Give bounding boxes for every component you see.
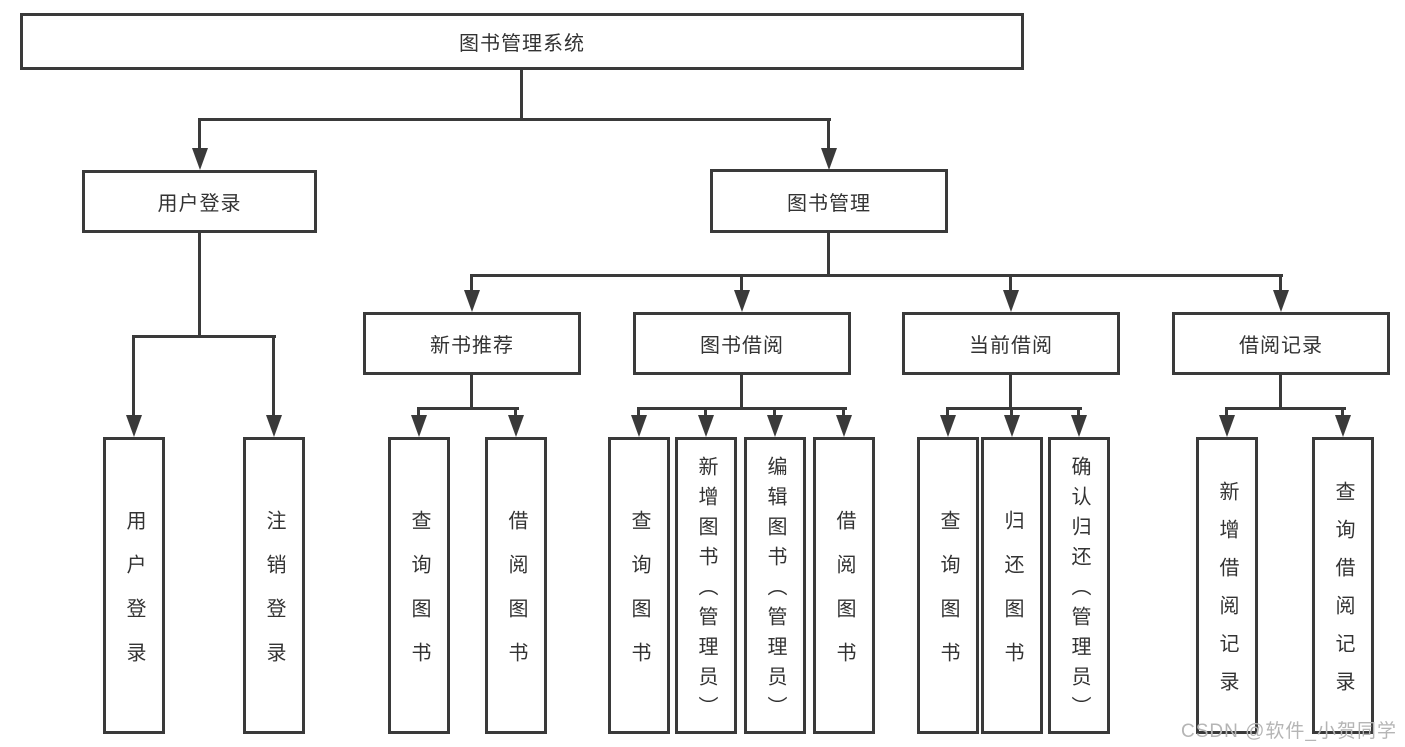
connector-line	[946, 407, 949, 419]
connector-line	[946, 407, 1082, 410]
leaf-user-login-label: 用户登录	[123, 509, 145, 686]
connector-line	[1225, 407, 1346, 410]
connector-line	[470, 274, 473, 294]
leaf-query-borrow-record-label: 查询借阅记录	[1332, 480, 1354, 709]
connector-line	[1341, 407, 1344, 419]
connector-line	[272, 335, 275, 419]
leaf-confirm-return-admin-label: 确认归还（管理员）	[1068, 455, 1090, 726]
arrow-down-icon	[821, 148, 837, 170]
csdn-watermark: CSDN @软件_小贺同学	[1181, 721, 1397, 742]
leaf-query-books-recommend: 查询图书	[388, 437, 450, 734]
node-new-book-recommend: 新书推荐	[363, 312, 581, 375]
leaf-borrow-books-recommend-label: 借阅图书	[505, 509, 527, 686]
connector-line	[1010, 407, 1013, 419]
connector-line	[637, 407, 640, 419]
node-book-borrow-label: 图书借阅	[700, 335, 784, 357]
arrow-down-icon	[940, 415, 956, 437]
connector-line	[773, 407, 776, 419]
connector-line	[1009, 274, 1012, 294]
arrow-down-icon	[266, 415, 282, 437]
arrow-down-icon	[411, 415, 427, 437]
connector-line	[1077, 407, 1080, 419]
connector-line	[470, 274, 1283, 277]
connector-line	[198, 233, 201, 337]
connector-line	[1225, 407, 1228, 419]
connector-line	[827, 233, 830, 277]
leaf-borrow-books-label: 借阅图书	[833, 509, 855, 686]
leaf-query-books-recommend-label: 查询图书	[408, 509, 430, 686]
arrow-down-icon	[1335, 415, 1351, 437]
node-root-label: 图书管理系统	[459, 33, 585, 55]
arrow-down-icon	[1219, 415, 1235, 437]
arrow-down-icon	[631, 415, 647, 437]
node-book-mgmt: 图书管理	[710, 169, 948, 233]
arrow-down-icon	[192, 148, 208, 170]
leaf-return-book-label: 归还图书	[1001, 509, 1023, 686]
node-borrow-records-label: 借阅记录	[1239, 335, 1323, 357]
connector-line	[1279, 274, 1282, 294]
node-borrow-records: 借阅记录	[1172, 312, 1390, 375]
leaf-edit-book-admin-label: 编辑图书（管理员）	[764, 455, 786, 726]
leaf-logout: 注销登录	[243, 437, 305, 734]
arrow-down-icon	[1273, 290, 1289, 312]
arrow-down-icon	[836, 415, 852, 437]
arrow-down-icon	[1004, 415, 1020, 437]
arrow-down-icon	[767, 415, 783, 437]
connector-line	[1009, 375, 1012, 410]
leaf-user-login: 用户登录	[103, 437, 165, 734]
arrow-down-icon	[1071, 415, 1087, 437]
arrow-down-icon	[698, 415, 714, 437]
leaf-borrow-books: 借阅图书	[813, 437, 875, 734]
leaf-edit-book-admin: 编辑图书（管理员）	[744, 437, 806, 734]
leaf-query-books-borrow: 查询图书	[608, 437, 670, 734]
arrow-down-icon	[1003, 290, 1019, 312]
leaf-add-book-admin-label: 新增图书（管理员）	[695, 455, 717, 726]
arrow-down-icon	[508, 415, 524, 437]
connector-line	[520, 69, 523, 119]
connector-line	[417, 407, 519, 410]
connector-line	[198, 118, 201, 152]
leaf-query-books-current: 查询图书	[917, 437, 979, 734]
node-new-book-recommend-label: 新书推荐	[430, 335, 514, 357]
leaf-borrow-books-recommend: 借阅图书	[485, 437, 547, 734]
node-book-borrow: 图书借阅	[633, 312, 851, 375]
connector-line	[514, 407, 517, 419]
arrow-down-icon	[126, 415, 142, 437]
node-user-login-label: 用户登录	[157, 193, 242, 215]
connector-line	[827, 118, 830, 152]
leaf-query-borrow-record: 查询借阅记录	[1312, 437, 1374, 734]
leaf-confirm-return-admin: 确认归还（管理员）	[1048, 437, 1110, 734]
connector-line	[198, 118, 831, 121]
leaf-add-borrow-record: 新增借阅记录	[1196, 437, 1258, 734]
connector-line	[704, 407, 707, 419]
leaf-add-book-admin: 新增图书（管理员）	[675, 437, 737, 734]
connector-line	[740, 375, 743, 410]
leaf-logout-label: 注销登录	[263, 509, 285, 686]
connector-line	[417, 407, 420, 419]
leaf-query-books-current-label: 查询图书	[937, 509, 959, 686]
node-current-borrow-label: 当前借阅	[969, 335, 1053, 357]
leaf-query-books-borrow-label: 查询图书	[628, 509, 650, 686]
node-current-borrow: 当前借阅	[902, 312, 1120, 375]
connector-line	[470, 375, 473, 410]
arrow-down-icon	[734, 290, 750, 312]
connector-line	[637, 407, 847, 410]
arrow-down-icon	[464, 290, 480, 312]
connector-line	[1279, 375, 1282, 410]
node-book-mgmt-label: 图书管理	[787, 192, 871, 215]
node-user-login: 用户登录	[82, 170, 317, 233]
connector-line	[842, 407, 845, 419]
leaf-add-borrow-record-label: 新增借阅记录	[1216, 480, 1238, 709]
node-root: 图书管理系统	[20, 13, 1024, 70]
connector-line	[132, 335, 276, 338]
leaf-return-book: 归还图书	[981, 437, 1043, 734]
connector-line	[740, 274, 743, 294]
connector-line	[132, 335, 135, 419]
